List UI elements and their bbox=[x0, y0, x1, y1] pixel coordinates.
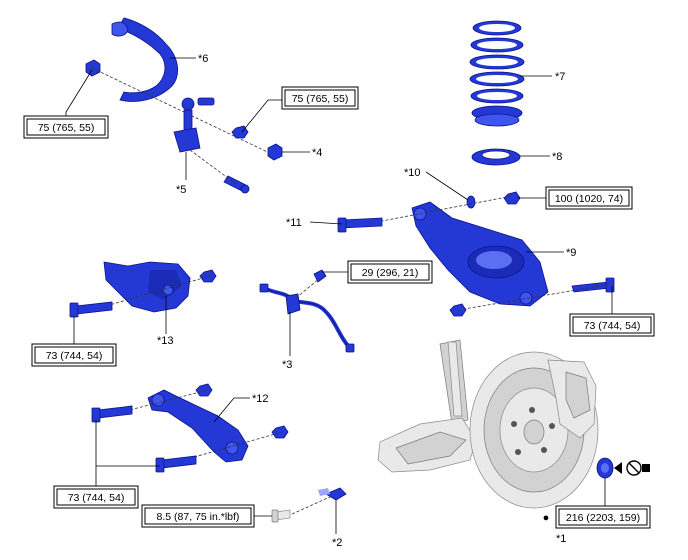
stabilizer-bar bbox=[111, 17, 179, 102]
torque-value: 73 (744, 54) bbox=[584, 320, 641, 332]
torque-value: 29 (296, 21) bbox=[362, 267, 419, 279]
rear-lower-arm bbox=[411, 201, 549, 307]
torque-box-arm-nut: 100 (1020, 74) bbox=[545, 186, 633, 210]
callout-3: *3 bbox=[282, 359, 292, 371]
torque-value: 73 (744, 54) bbox=[46, 350, 103, 362]
hose-bolt bbox=[313, 269, 327, 283]
torque-value: 216 (2203, 159) bbox=[566, 512, 640, 524]
bullet-marker: ● bbox=[543, 512, 550, 524]
torque-box-lower-left: 73 (744, 54) bbox=[31, 343, 117, 367]
torque-value: 75 (765, 55) bbox=[38, 122, 95, 134]
arm-bolt-11 bbox=[337, 217, 383, 233]
torque-box-hub-nut: 216 (2203, 159) bbox=[555, 505, 651, 529]
axle-carrier-assembly bbox=[377, 339, 599, 509]
lateral-nut-bottom bbox=[271, 425, 289, 439]
callout-2: *2 bbox=[332, 537, 342, 549]
trailing-arm-bracket bbox=[103, 261, 191, 313]
coil-spring bbox=[469, 20, 525, 127]
torque-box-hose: 29 (296, 21) bbox=[347, 260, 433, 284]
brake-hose bbox=[259, 283, 355, 353]
sensor-bolt bbox=[271, 509, 291, 523]
callout-11: *11 bbox=[286, 217, 302, 229]
callout-12: *12 bbox=[252, 393, 269, 405]
lateral-nut-top bbox=[195, 383, 213, 397]
torque-box-stab-right: 75 (765, 55) bbox=[281, 86, 359, 110]
callout-9: *9 bbox=[566, 247, 576, 259]
stabilizer-link bbox=[173, 97, 215, 153]
torque-box-sensor: 8.5 (87, 75 in.*lbf) bbox=[141, 504, 255, 528]
bracket-nut bbox=[199, 269, 217, 283]
speed-sensor bbox=[318, 487, 347, 501]
callout-8: *8 bbox=[552, 151, 562, 163]
torque-value: 8.5 (87, 75 in.*lbf) bbox=[157, 511, 240, 523]
rear-lateral-arm bbox=[147, 389, 249, 463]
stab-nut-left bbox=[85, 59, 101, 77]
lateral-bolt-bottom bbox=[155, 455, 197, 473]
link-bolt bbox=[223, 175, 250, 194]
no-reuse-icon bbox=[614, 460, 650, 476]
arm-washer bbox=[466, 195, 476, 209]
nut-4 bbox=[267, 143, 283, 161]
arm-lower-nut bbox=[449, 303, 467, 317]
arm-nut bbox=[503, 191, 521, 205]
spring-insulator bbox=[471, 148, 521, 166]
bracket-bolt bbox=[69, 301, 113, 318]
torque-box-stab-left: 75 (765, 55) bbox=[23, 115, 109, 139]
lateral-bolt-top bbox=[91, 405, 133, 423]
callout-13: *13 bbox=[157, 335, 174, 347]
callout-10: *10 bbox=[404, 167, 421, 179]
callout-6: *6 bbox=[198, 53, 208, 65]
torque-value: 73 (744, 54) bbox=[68, 492, 125, 504]
torque-value: 75 (765, 55) bbox=[292, 93, 349, 105]
torque-value: 100 (1020, 74) bbox=[555, 193, 623, 205]
callout-7: *7 bbox=[555, 71, 565, 83]
torque-box-lateral: 73 (744, 54) bbox=[53, 485, 139, 509]
callout-5: *5 bbox=[176, 184, 186, 196]
callout-1: *1 bbox=[556, 533, 566, 545]
hub-nut bbox=[596, 457, 614, 479]
torque-box-arm-bolt: 73 (744, 54) bbox=[569, 313, 655, 337]
callout-4: *4 bbox=[312, 147, 322, 159]
